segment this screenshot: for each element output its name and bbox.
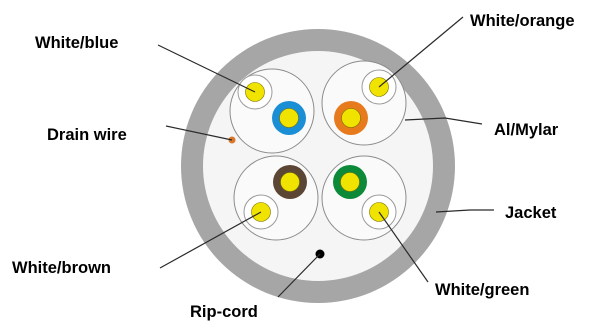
label-rip-cord: Rip-cord bbox=[190, 303, 258, 321]
pair-white-green bbox=[321, 155, 407, 241]
foil-shield-bottom-right bbox=[321, 155, 407, 241]
leader-white-brown bbox=[159, 211, 262, 269]
leader-white-blue bbox=[157, 44, 256, 93]
leader-jacket bbox=[435, 209, 494, 213]
pair-white-orange bbox=[321, 60, 407, 146]
leader-white-orange bbox=[378, 16, 464, 88]
leader-white-green bbox=[378, 211, 429, 283]
leader-al-mylar bbox=[404, 117, 483, 125]
leader-drain-wire bbox=[165, 125, 233, 141]
pair-white-brown bbox=[233, 155, 319, 241]
conductor bbox=[341, 108, 361, 128]
foil-shield-bottom-left bbox=[233, 155, 319, 241]
conductor bbox=[340, 172, 360, 192]
label-white-brown: White/brown bbox=[12, 259, 111, 277]
label-drain-wire: Drain wire bbox=[47, 126, 127, 144]
conductor bbox=[280, 172, 300, 192]
label-white-green: White/green bbox=[435, 281, 529, 299]
conductor bbox=[279, 108, 299, 128]
foil-shield-top-right bbox=[321, 60, 407, 146]
leader-rip-cord bbox=[277, 253, 321, 298]
label-white-orange: White/orange bbox=[470, 12, 575, 30]
pair-white-blue bbox=[229, 68, 315, 154]
label-white-blue: White/blue bbox=[35, 34, 118, 52]
label-al-mylar: Al/Mylar bbox=[494, 121, 559, 139]
label-jacket: Jacket bbox=[505, 204, 557, 222]
